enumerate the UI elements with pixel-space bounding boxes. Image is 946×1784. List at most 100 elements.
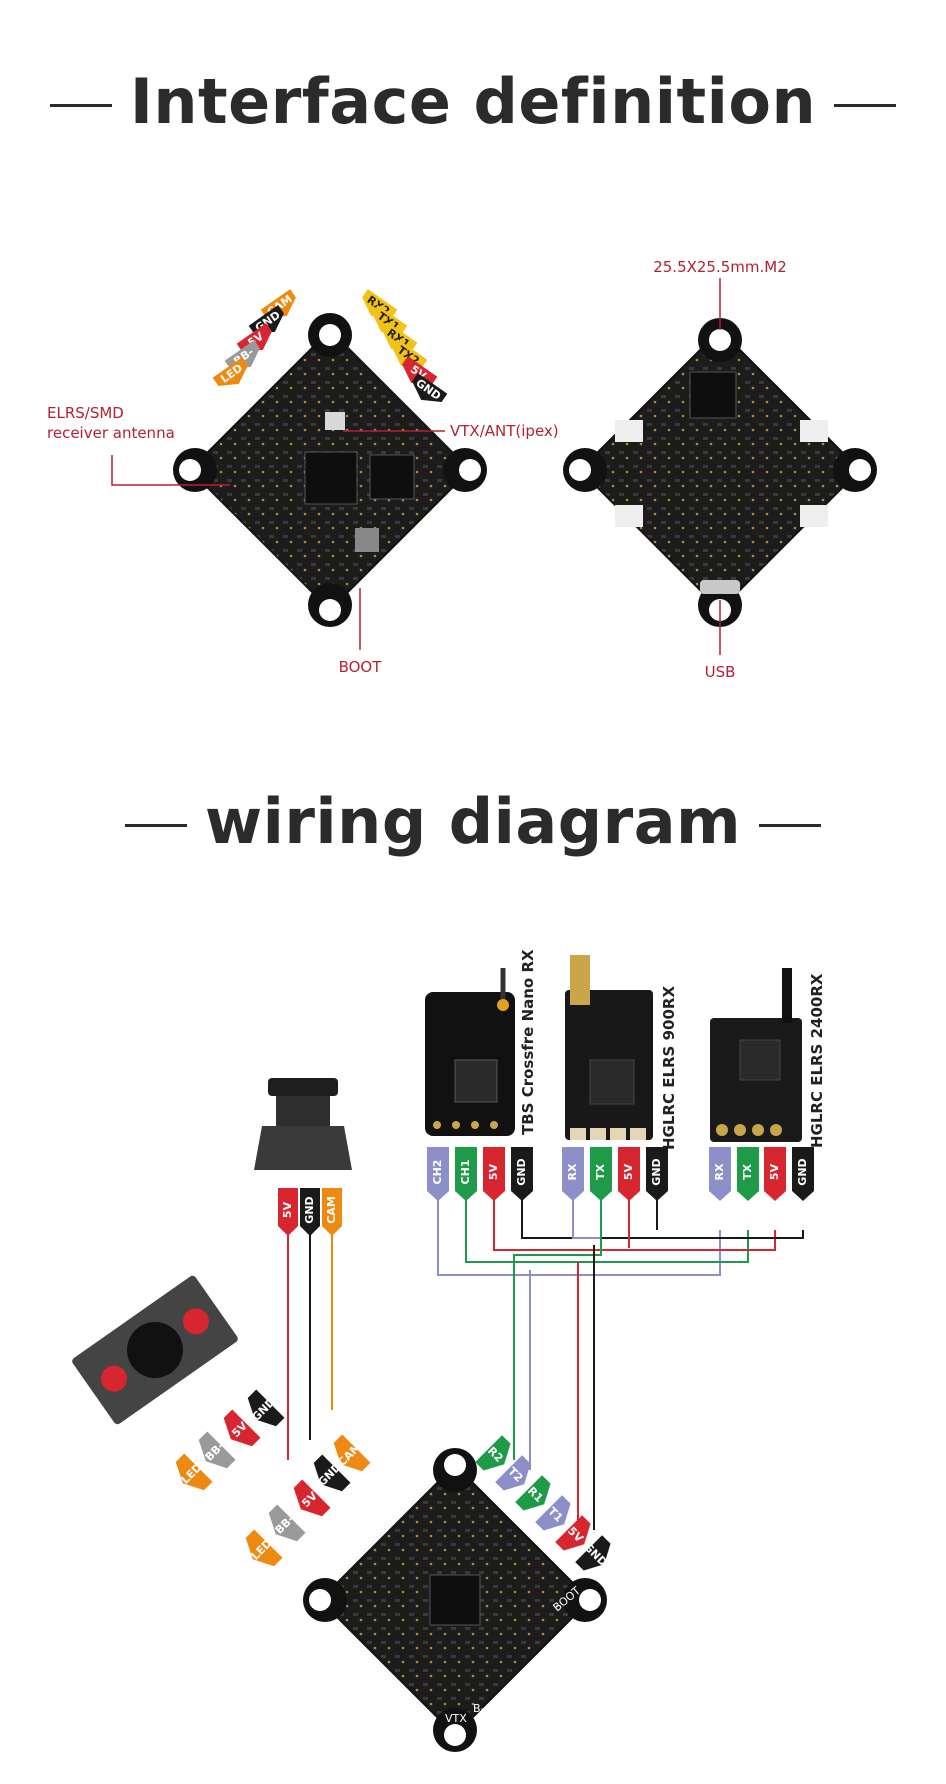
wiring-title-text: wiring diagram <box>204 785 742 858</box>
pin-tag-shape <box>372 305 408 334</box>
pin-tag-5v: 5V <box>278 1188 298 1236</box>
pin-tag-shape <box>268 1504 306 1542</box>
top-board-front-icon <box>173 313 487 627</box>
pin-tag-shape <box>495 1455 531 1491</box>
pin-tag-r2: R2 <box>475 1435 511 1471</box>
pin-tag-shape <box>224 340 260 369</box>
pin-tag-gnd: GND <box>792 1147 814 1201</box>
receiver-pin-tags: CH2 CH1 5V GND RX TX 5V GND RX TX 5V GND <box>427 1147 814 1201</box>
pin-tag-led: LED <box>175 1453 213 1491</box>
pin-tag-shape <box>248 305 284 334</box>
pin-tag-tx: TX <box>737 1147 759 1201</box>
tbs-receiver-icon <box>425 968 515 1136</box>
pin-tag-shape <box>590 1147 612 1201</box>
pin-tag-gnd: GND <box>511 1147 533 1201</box>
tbs-receiver-name: TBS Crossfre Nano RX <box>519 949 537 1135</box>
pin-tag-label: GND <box>303 1196 316 1223</box>
pin-tag-shape <box>322 1188 342 1236</box>
pin-tag-shape <box>198 1431 236 1469</box>
pin-tag-5v: 5V <box>223 1409 261 1447</box>
camera-icon <box>254 1078 352 1170</box>
pin-tag-5v: 5V <box>483 1147 505 1201</box>
pin-tag-shape <box>175 1453 213 1491</box>
pin-tag-shape <box>223 1409 261 1447</box>
pin-tag-shape <box>562 1147 584 1201</box>
interface-title: Interface definition <box>0 62 946 142</box>
pin-tag-label: CH1 <box>459 1160 472 1185</box>
pin-tag-shape <box>278 1188 298 1236</box>
pin-tag-tx: TX <box>590 1147 612 1201</box>
antenna-label-line1: ELRS/SMD <box>47 404 124 422</box>
pin-tag-label: 5V <box>281 1201 294 1218</box>
title-dash-left <box>124 824 187 828</box>
pin-tag-shape <box>212 357 248 386</box>
pin-tag-shape <box>300 1188 320 1236</box>
elrs-2400-receiver-icon <box>710 968 802 1142</box>
title-dash-left <box>49 104 112 108</box>
pin-tag-label: GND <box>796 1158 809 1185</box>
pin-tag-cam: CAM <box>322 1188 342 1236</box>
pin-tag-shape <box>427 1147 449 1201</box>
pin-tag-ch2: CH2 <box>427 1147 449 1201</box>
pin-tag-shape <box>475 1435 511 1471</box>
pin-tag-ch1: CH1 <box>455 1147 477 1201</box>
pin-tag-cam: CAM <box>333 1434 371 1472</box>
pin-tag-bb: BB- <box>268 1504 306 1542</box>
pin-tag-label: TX <box>741 1163 754 1180</box>
fc-bm-silk: B- <box>473 1702 485 1715</box>
pin-tag-gnd: GND <box>646 1147 668 1201</box>
pin-tag-t1: T1 <box>535 1495 571 1531</box>
callout-lines <box>111 278 721 655</box>
pin-tag-shape <box>709 1147 731 1201</box>
fc-board-icon: BOOT VTX B- <box>303 1448 607 1752</box>
pin-tag-shape <box>483 1147 505 1201</box>
pin-tag-shape <box>412 373 448 402</box>
pin-tag-shape <box>455 1147 477 1201</box>
pin-tag-shape <box>313 1454 351 1492</box>
top-board-back-icon <box>563 318 877 627</box>
pin-tag-shape <box>402 356 438 385</box>
boot-label: BOOT <box>339 658 383 676</box>
pin-tag-shape <box>362 289 398 318</box>
pin-tag-shape <box>575 1535 611 1571</box>
pin-tag-rx: RX <box>709 1147 731 1201</box>
pin-tag-shape <box>293 1479 331 1517</box>
pin-tag-shape <box>511 1147 533 1201</box>
pin-tag-shape <box>236 323 272 352</box>
pin-tag-label: RX <box>566 1163 579 1180</box>
pin-tag-shape <box>618 1147 640 1201</box>
pin-tag-label: TX <box>594 1163 607 1180</box>
wiring-title: wiring diagram <box>0 782 946 862</box>
mount-label: 25.5X25.5mm.M2 <box>653 258 787 276</box>
pin-tag-label: 5V <box>768 1163 781 1180</box>
pin-tag-shape <box>737 1147 759 1201</box>
pin-tag-5v: 5V <box>618 1147 640 1201</box>
pin-tag-rx: RX <box>562 1147 584 1201</box>
buzzer-icon <box>72 1275 238 1425</box>
pin-tag-shape <box>245 1529 283 1567</box>
pin-tag-label: GND <box>650 1158 663 1185</box>
vtx-label: VTX/ANT(ipex) <box>450 422 559 440</box>
pin-tag-gnd: GND <box>313 1454 351 1492</box>
pin-tag-gnd: GND <box>575 1535 611 1571</box>
pin-tag-shape <box>247 1389 285 1427</box>
pin-tag-5v: 5V <box>555 1515 591 1551</box>
pin-tag-shape <box>555 1515 591 1551</box>
elrs2400-receiver-name: HGLRC ELRS 2400RX <box>808 973 826 1148</box>
pin-tag-label: CH2 <box>431 1160 444 1185</box>
antenna-label-line2: receiver antenna <box>47 424 175 442</box>
pin-tag-t2: T2 <box>495 1455 531 1491</box>
pin-tag-shape <box>535 1495 571 1531</box>
elrs-900-receiver-icon <box>565 955 653 1140</box>
pin-tag-shape <box>764 1147 786 1201</box>
fc-vtx-silk: VTX <box>445 1712 467 1725</box>
title-dash-right <box>834 104 897 108</box>
pin-tag-shape <box>392 339 428 368</box>
elrs900-receiver-name: HGLRC ELRS 900RX <box>660 986 678 1150</box>
pin-tag-label: 5V <box>622 1163 635 1180</box>
usb-label: USB <box>705 663 736 681</box>
interface-title-text: Interface definition <box>129 65 817 138</box>
